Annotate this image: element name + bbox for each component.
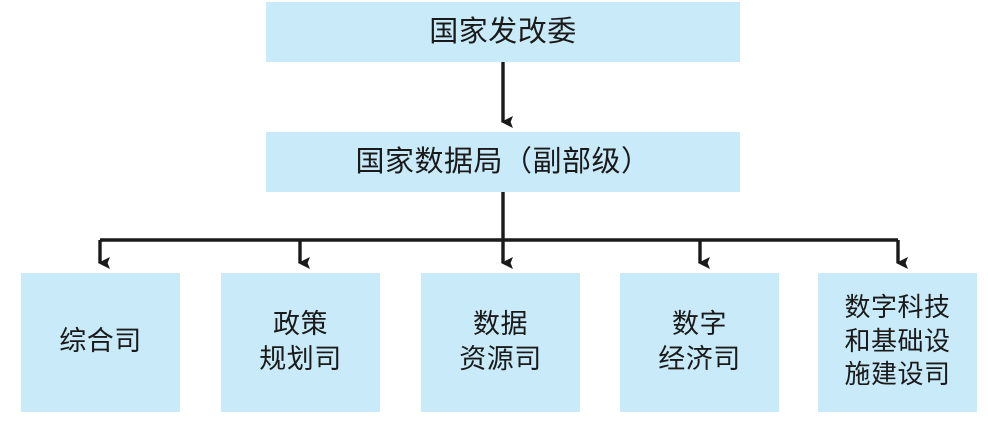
node-label-top: 国家发改委 — [429, 14, 577, 49]
node-top-ndrc: 国家发改委 — [266, 2, 740, 62]
node-label-dept-2: 数据 资源司 — [459, 308, 542, 375]
node-national-data-bureau: 国家数据局（副部级） — [266, 132, 740, 192]
node-label-dept-3: 数字 经济司 — [658, 308, 741, 375]
node-dept-data-resources: 数据 资源司 — [421, 273, 580, 412]
node-dept-digital-tech-infrastructure: 数字科技 和基础设 施建设司 — [818, 273, 977, 412]
node-dept-general-office: 综合司 — [21, 273, 180, 412]
node-dept-digital-economy: 数字 经济司 — [620, 273, 779, 412]
node-label-dept-1: 政策 规划司 — [259, 308, 342, 375]
node-dept-policy-planning: 政策 规划司 — [221, 273, 380, 412]
node-label-dept-4: 数字科技 和基础设 施建设司 — [844, 292, 951, 391]
node-label-dept-0: 综合司 — [59, 326, 142, 358]
edge-bureau-to-bus-bar — [100, 192, 898, 242]
node-label-bureau: 国家数据局（副部级） — [355, 144, 651, 179]
